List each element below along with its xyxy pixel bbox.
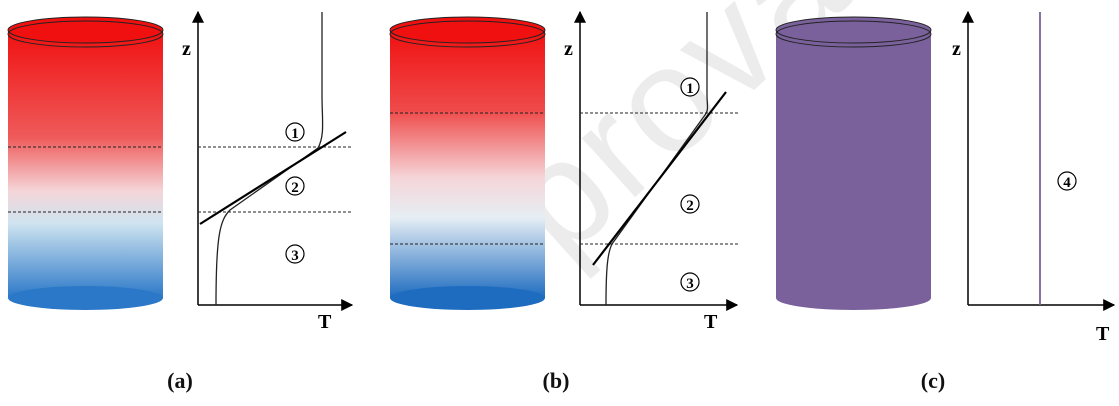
- graph-a: z T 1 2 3: [182, 10, 354, 333]
- zone-label-a-3: 3: [291, 248, 299, 264]
- panel-c: z T 4: [775, 10, 1116, 345]
- temperature-profile-b: [605, 12, 709, 306]
- t-label-b: T: [704, 311, 718, 333]
- graph-b: z T 1 2 3: [564, 10, 740, 333]
- zone-label-b-2: 2: [686, 198, 694, 214]
- zone-label-b-3: 3: [686, 276, 694, 292]
- panel-a: z T 1 2 3: [7, 10, 354, 333]
- zone-label-a-2: 2: [291, 180, 299, 196]
- t-label-a: T: [318, 311, 332, 333]
- tank-a: [7, 16, 164, 310]
- zone-label-a-1: 1: [291, 126, 299, 142]
- caption-c: (c): [920, 368, 946, 393]
- tank-c: [775, 16, 932, 310]
- panel-b: z T 1 2 3: [389, 10, 740, 333]
- thermocline-gradient-a: [199, 131, 347, 225]
- z-label-b: z: [564, 38, 573, 60]
- z-label-a: z: [182, 38, 191, 60]
- z-label-c: z: [952, 38, 961, 60]
- temperature-profile-a: [215, 12, 324, 306]
- tank-b: [389, 16, 546, 310]
- caption-a: (a): [167, 368, 193, 393]
- graph-c: z T 4: [952, 10, 1116, 345]
- thermocline-gradient-b: [592, 91, 727, 266]
- t-label-c: T: [1096, 323, 1110, 345]
- zone-label-b-1: 1: [686, 81, 694, 97]
- zone-label-c-4: 4: [1063, 175, 1071, 191]
- caption-b: (b): [542, 368, 570, 393]
